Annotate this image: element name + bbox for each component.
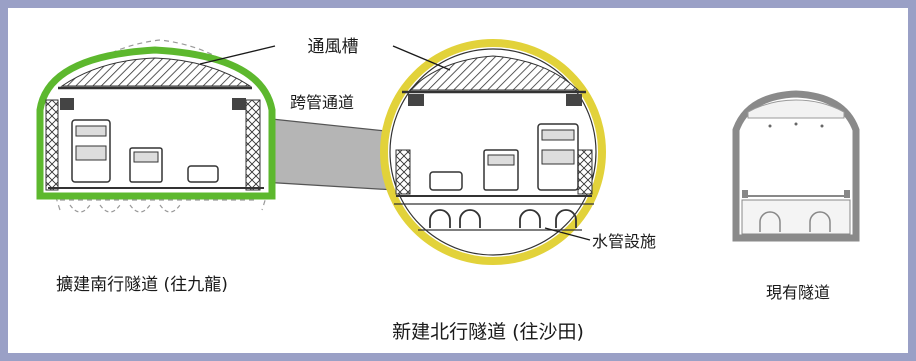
south-tunnel (36, 39, 276, 213)
existing-tunnel-label: 現有隧道 (766, 283, 830, 302)
car-icon (187, 165, 219, 183)
north-tunnel (380, 39, 606, 265)
cross-passage (261, 117, 396, 191)
car-icon (429, 171, 463, 191)
water-pipe-icon (459, 209, 481, 228)
water-facilities-label: 水管設施 (592, 232, 656, 251)
north-vent-duct (408, 55, 580, 91)
existing-tunnel (732, 90, 860, 242)
south-tunnel-label: 擴建南行隧道 (往九龍) (56, 275, 228, 295)
water-pipe-icon (519, 209, 541, 228)
cross-passage-label: 跨管通道 (290, 93, 354, 112)
north-tunnel-label: 新建北行隧道 (往沙田) (392, 321, 584, 343)
ventilation-duct-label: 通風槽 (308, 37, 359, 57)
water-pipe-icon (555, 209, 577, 228)
water-pipe-icon (429, 209, 451, 228)
south-vent-duct (60, 57, 252, 87)
